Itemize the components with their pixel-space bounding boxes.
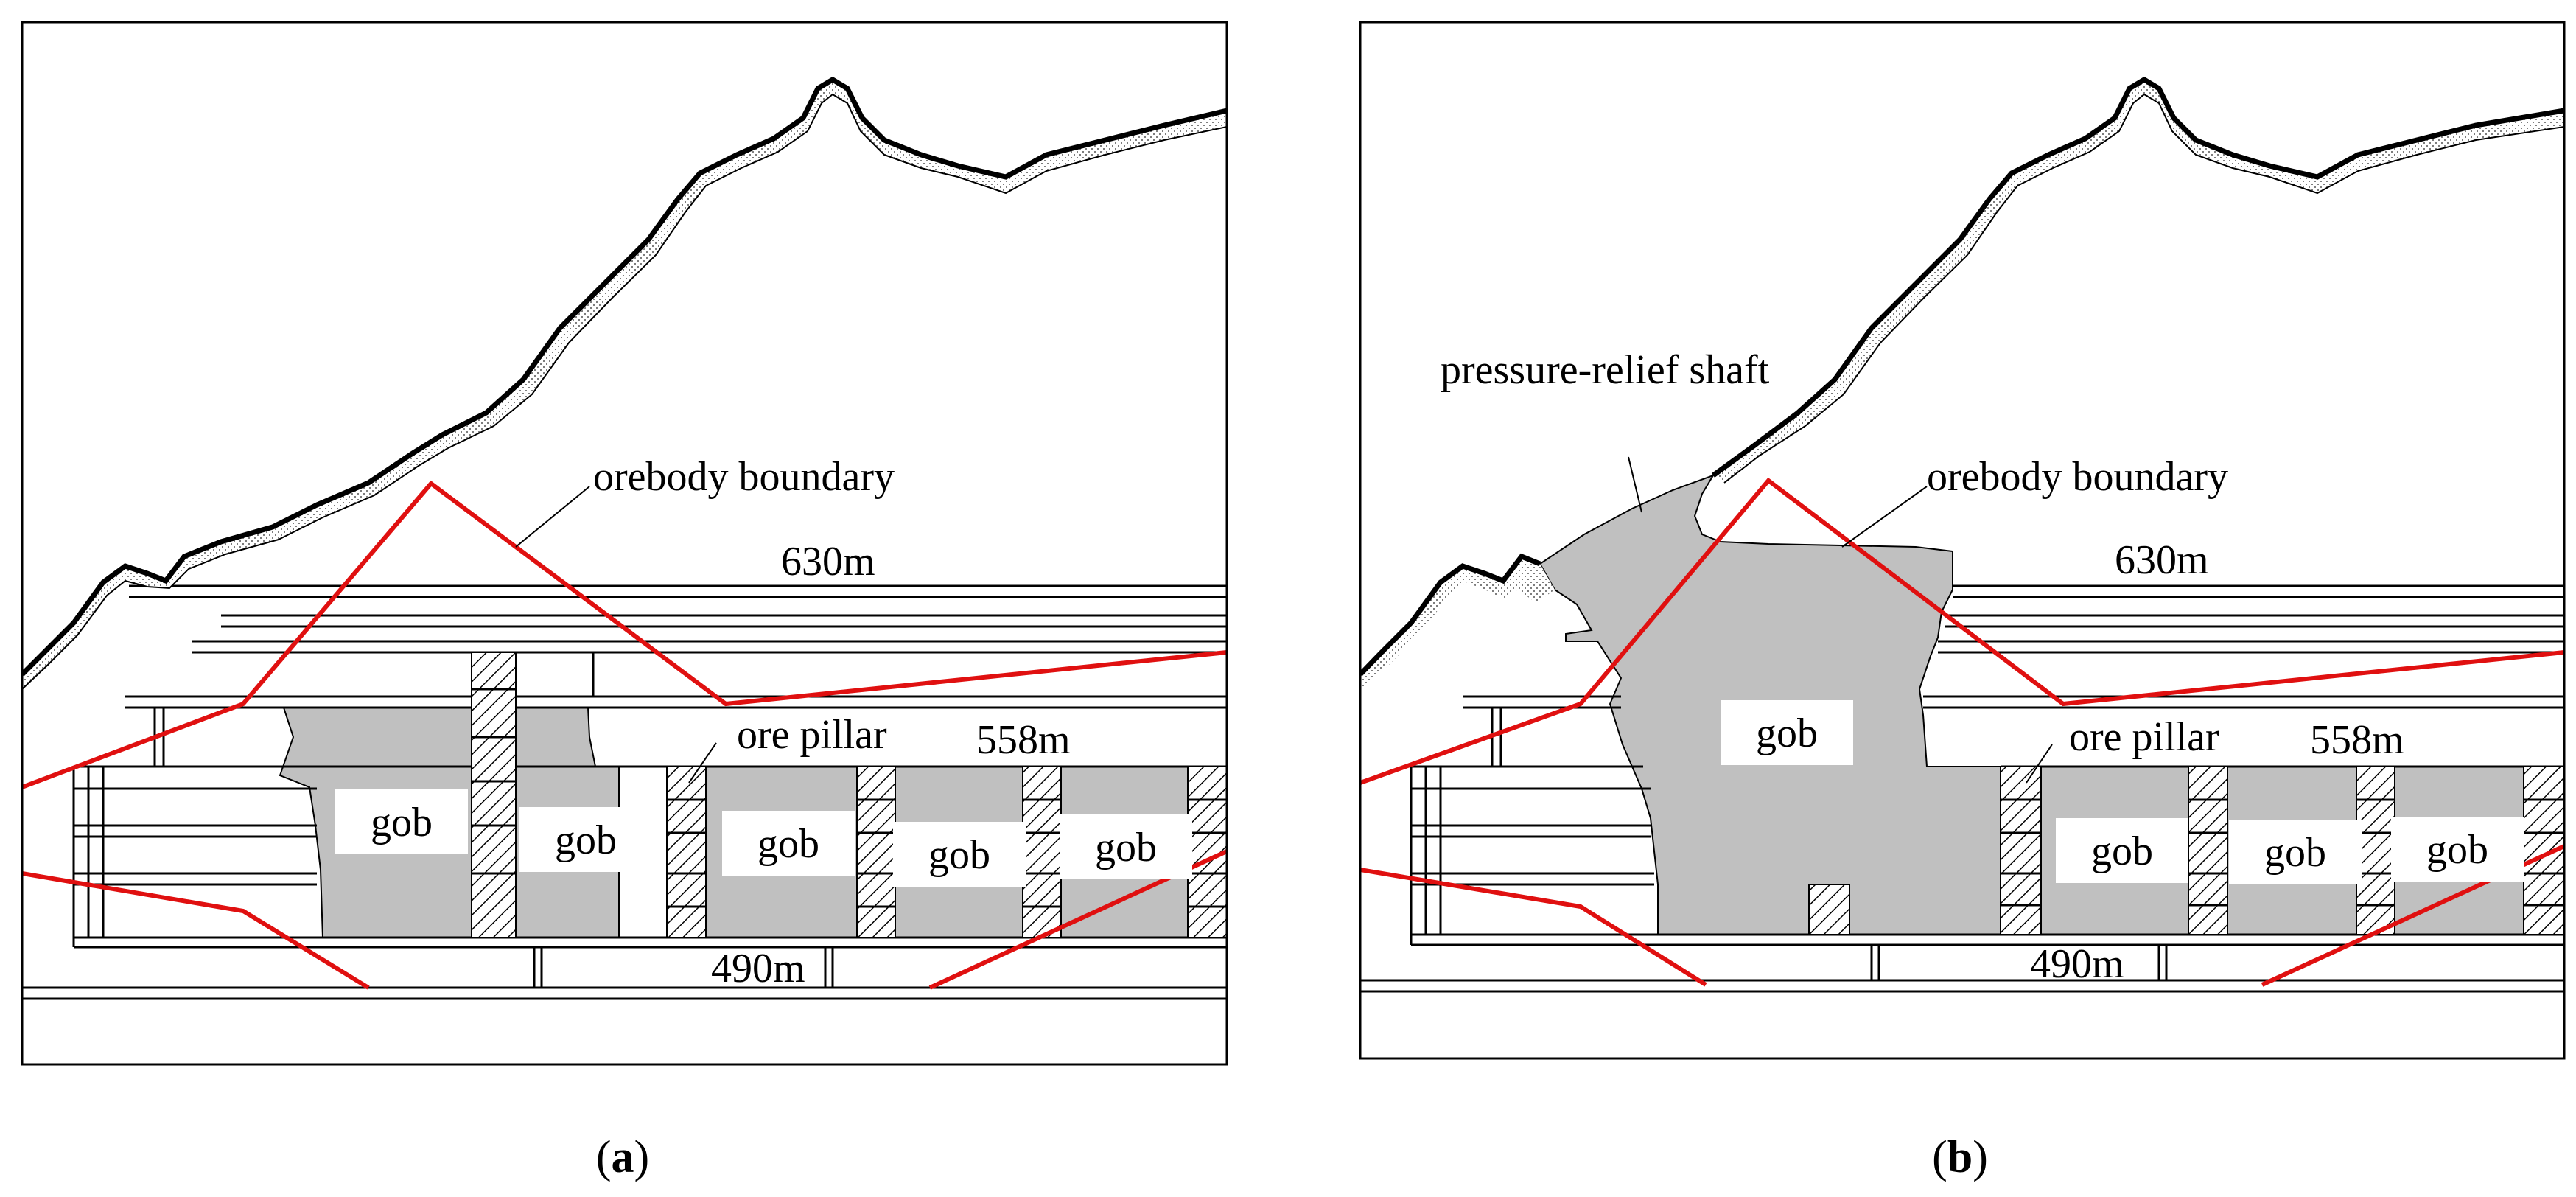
drifts — [1360, 584, 2564, 993]
pillar-dividers — [2001, 798, 2564, 907]
gob-label: gob — [928, 832, 990, 878]
pillar-dividers — [472, 688, 1227, 908]
ground-surface — [1360, 556, 1555, 689]
gob-label: gob — [2426, 827, 2488, 873]
gob-label: gob — [2091, 828, 2153, 874]
pressure-relief-shaft-label: pressure-relief shaft — [1441, 347, 1770, 393]
panel-a-frame — [21, 21, 1228, 1066]
ground-lower-line — [22, 93, 1227, 690]
level-558-label: 558m — [2310, 717, 2404, 763]
level-558-label: 558m — [976, 717, 1071, 763]
ground-lower-line — [1723, 93, 2564, 484]
gob-label: gob — [1095, 825, 1157, 870]
ground-line — [1711, 76, 2564, 478]
panel-a: gob gob gob gob gob orebody boundary 630… — [21, 21, 1228, 1182]
ore-pillar-label: ore pillar — [737, 712, 887, 758]
gob-label: gob — [1756, 711, 1818, 756]
gob-label: gob — [757, 821, 819, 867]
ore-pillar-label: ore pillar — [2069, 714, 2219, 760]
panel-a-caption: (a) — [596, 1132, 649, 1182]
level-630-label: 630m — [2115, 537, 2209, 583]
ground-line — [1360, 553, 1541, 677]
orebody-boundary-label: orebody boundary — [1927, 454, 2228, 500]
leader-lines — [515, 486, 717, 784]
gob-label: gob — [555, 817, 617, 863]
gob-label: gob — [2264, 830, 2326, 876]
orebody-boundary-label: orebody boundary — [593, 454, 895, 500]
ground-line — [22, 76, 1227, 677]
gob-label: gob — [371, 800, 433, 845]
ore-pillars — [471, 652, 1227, 938]
level-490-label: 490m — [2030, 941, 2124, 987]
level-630-label: 630m — [781, 539, 875, 584]
leader-lines — [1628, 456, 2053, 784]
panel-b-frame — [1359, 21, 2566, 1060]
panel-b-caption: (b) — [1932, 1132, 1988, 1182]
panel-b: gob gob gob gob pressure-relief shaft or… — [1359, 21, 2566, 1182]
ground-surface — [1713, 80, 2564, 483]
level-490-label: 490m — [711, 946, 805, 991]
